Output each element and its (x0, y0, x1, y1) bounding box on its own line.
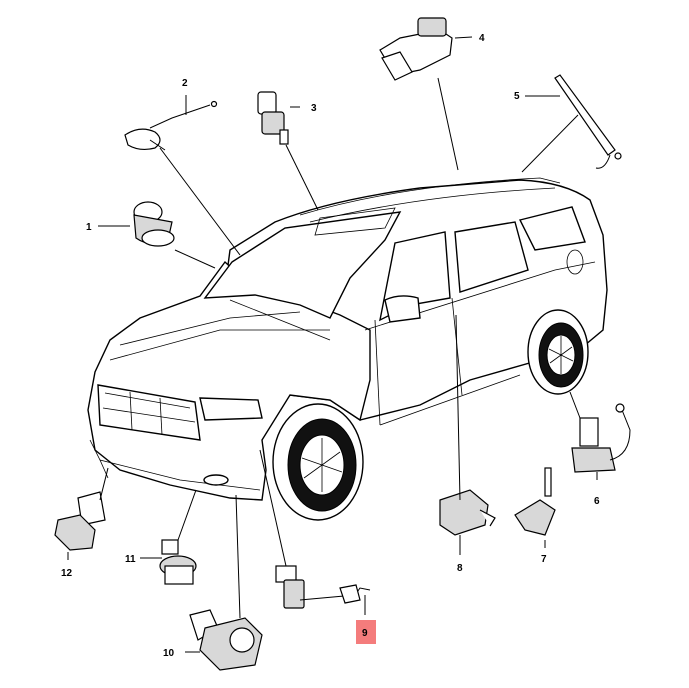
callout-5: 5 (514, 91, 520, 102)
part-2-wire-sensor (124, 100, 218, 151)
leader-lines (67, 36, 598, 653)
callout-11: 11 (125, 554, 136, 565)
vehicle-illustration (87, 177, 608, 521)
part-7-tpms-sensor (514, 467, 556, 536)
part-11-connector (159, 539, 197, 585)
part-4-sensor-module (379, 17, 453, 81)
callout-6: 6 (594, 496, 600, 507)
callout-2: 2 (182, 78, 188, 89)
part-6-height-sensor (571, 403, 631, 473)
callout-9[interactable]: 9 (362, 628, 368, 639)
callouts: 1 2 3 4 5 6 7 8 9 10 11 12 (61, 33, 600, 659)
part-5-antenna (554, 74, 622, 169)
part-1-sensor (133, 201, 175, 247)
part-3-connector-sensor (257, 91, 289, 145)
callout-7: 7 (541, 554, 547, 565)
callout-12: 12 (61, 568, 73, 579)
callout-3: 3 (311, 103, 317, 114)
part-10-sensor (189, 609, 263, 671)
callout-4: 4 (479, 33, 485, 44)
part-8-bracket-sensor (439, 489, 496, 536)
callout-1: 1 (86, 222, 92, 233)
callout-8: 8 (457, 563, 463, 574)
part-12-clip-sensor (54, 491, 106, 551)
part-9-level-sensor (275, 565, 371, 609)
callout-10: 10 (163, 648, 175, 659)
callout-9-highlight (356, 620, 376, 644)
